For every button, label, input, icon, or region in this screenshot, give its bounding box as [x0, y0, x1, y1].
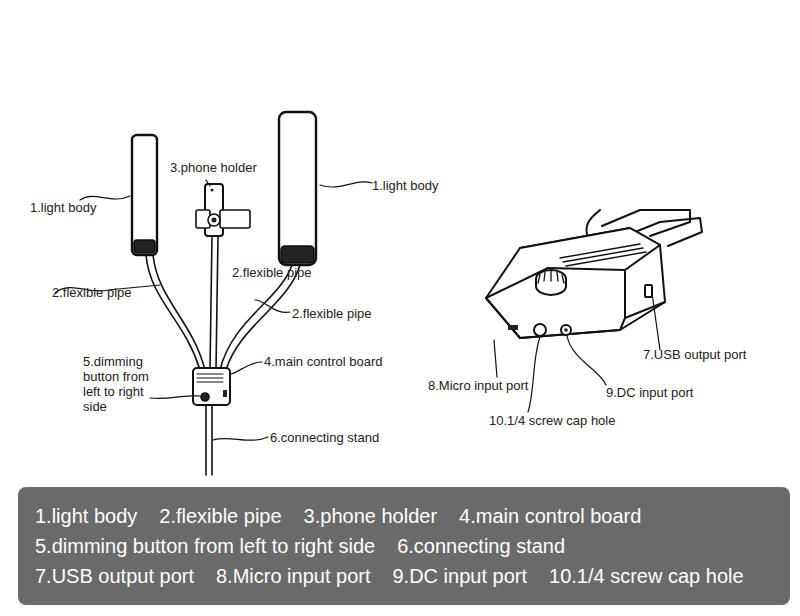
callout-label: 10.1/4 screw cap hole: [489, 413, 615, 428]
connecting-stand: [206, 405, 212, 475]
legend-item: 5.dimming button from left to right side: [35, 535, 375, 558]
callout-label: 5.dimming button from left to right side: [83, 354, 163, 414]
legend-item: 4.main control board: [459, 505, 641, 528]
legend-item: 2.flexible pipe: [159, 505, 281, 528]
callout-label: 8.Micro input port: [428, 378, 528, 393]
control-box-detail: [486, 210, 702, 338]
legend-item: 1.light body: [35, 505, 137, 528]
callout-label: 1.light body: [372, 178, 439, 193]
callout-label: 4.main control board: [264, 354, 383, 369]
callout-label: 6.connecting stand: [270, 430, 379, 445]
callout-label: 1.light body: [30, 200, 97, 215]
legend-item: 6.connecting stand: [397, 535, 565, 558]
callout-label: 9.DC input port: [606, 385, 693, 400]
flexible-pipes: [146, 235, 300, 370]
light-body: [132, 135, 157, 255]
phone-holder: [196, 184, 250, 236]
light-body: [279, 112, 316, 265]
legend-item: 8.Micro input port: [216, 565, 371, 588]
text-row: 1.light body 2.flexible pipe 3.phone holde…: [35, 501, 774, 531]
callout-label: 2.flexible pipe: [232, 265, 312, 280]
legend-item: 10.1/4 screw cap hole: [549, 565, 744, 588]
legend-item: 9.DC input port: [393, 565, 528, 588]
callout-label: 2.flexible pipe: [292, 306, 372, 321]
leader-lines: [55, 180, 372, 440]
legend-panel: 1.light body 2.flexible pipe 3.phone holde…: [18, 487, 790, 605]
callout-label: 7.USB output port: [643, 347, 746, 362]
legend-item: 7.USB output port: [35, 565, 194, 588]
text-row: 7.USB output port 8.Micro input port 9.DC …: [35, 561, 774, 591]
legend-item: 3.phone holder: [304, 505, 437, 528]
main-control-board: [193, 368, 230, 405]
callout-label: 3.phone holder: [170, 160, 257, 175]
text-row: 5.dimming button from left to right side…: [35, 531, 774, 561]
callout-label: 2.flexible pipe: [52, 285, 132, 300]
